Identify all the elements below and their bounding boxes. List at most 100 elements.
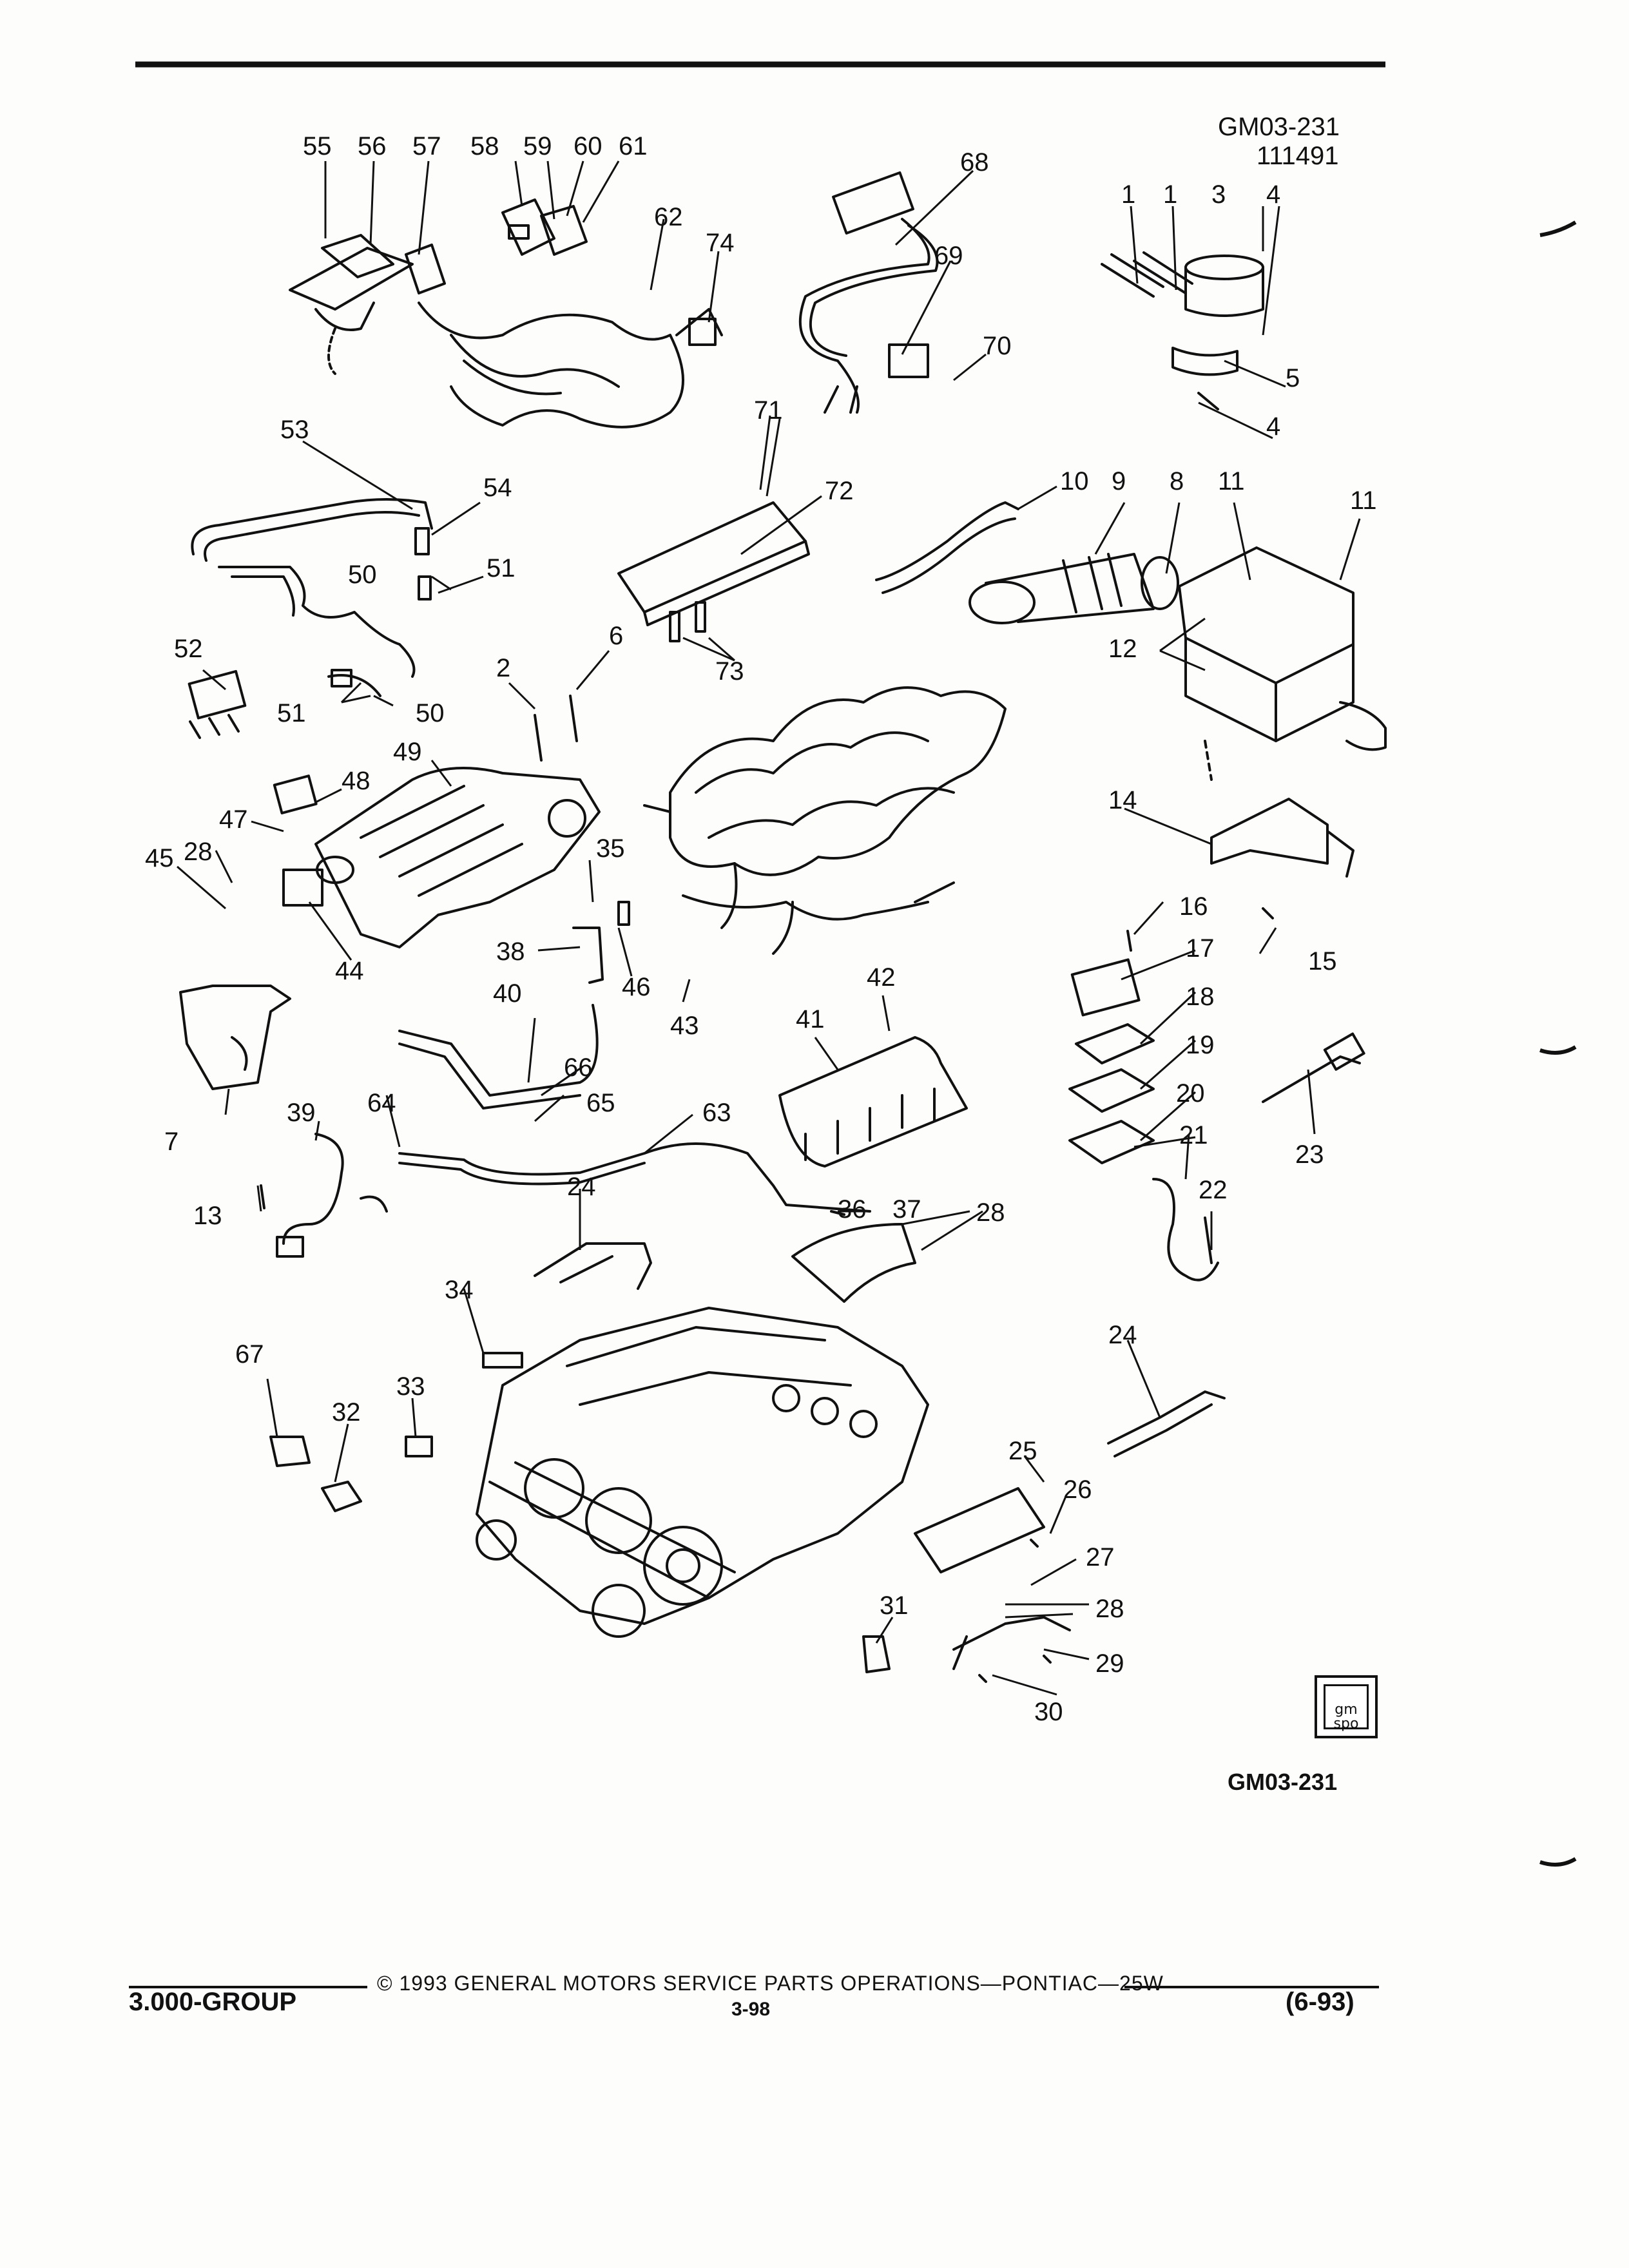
callout: 24 [567,1173,596,1201]
callout: 13 [193,1202,222,1230]
callout: 9 [1112,467,1126,495]
callout: 1 [1121,180,1135,209]
callout: 56 [358,132,387,160]
callout: 58 [470,132,499,160]
callout: 74 [706,229,735,257]
callout: 28 [976,1198,1005,1227]
callout: 17 [1186,934,1215,963]
callout: 51 [277,699,306,727]
callout: 25 [1008,1437,1037,1465]
callout: 35 [596,834,625,863]
caption-code: GM03-231 [1228,1769,1338,1795]
callout: 19 [1186,1031,1215,1059]
callout: 11 [1218,467,1245,495]
callout: 4 [1266,180,1280,209]
callout: 42 [867,963,896,992]
callout: 45 [145,844,174,872]
callout-labels: 1 1 2 3 4 4 5 6 7 8 9 10 11 11 12 13 14 … [145,132,1377,1726]
callout: 72 [825,477,854,505]
gm-spo-logo-text: gm spo [1324,1684,1369,1731]
callout: 16 [1179,892,1208,921]
callout: 27 [1086,1543,1115,1571]
callout: 66 [564,1053,593,1082]
callout: 48 [342,767,371,795]
callout: 29 [1095,1649,1124,1678]
callout: 36 [838,1195,867,1224]
callout: 50 [348,561,377,589]
callout: 59 [523,132,552,160]
callout: 28 [1095,1595,1124,1623]
callout: 39 [287,1099,316,1127]
callout: 44 [335,957,364,985]
callout: 52 [174,635,203,663]
callout: 22 [1199,1176,1228,1204]
callout: 68 [960,148,989,177]
callout: 10 [1060,467,1089,495]
callout: 61 [619,132,648,160]
callout: 5 [1286,364,1300,392]
callout: 12 [1108,635,1137,663]
callout: 3 [1211,180,1226,209]
callout: 53 [280,416,309,444]
callout: 62 [654,203,683,231]
callout: 50 [416,699,445,727]
callout: 4 [1266,412,1280,441]
callout: 14 [1108,786,1137,814]
callout: 54 [483,474,512,502]
callout: 34 [445,1276,474,1304]
callout: 15 [1308,947,1337,975]
component-drawings [179,171,1387,1683]
callout: 67 [235,1340,264,1369]
callout: 64 [367,1089,396,1117]
callout: 70 [983,332,1012,360]
callout: 33 [396,1372,425,1401]
callout: 26 [1063,1475,1092,1504]
callout: 30 [1034,1698,1063,1726]
callout: 47 [219,805,248,834]
callout: 24 [1108,1321,1137,1349]
margin-mark [1539,1045,1577,1055]
callout: 69 [934,242,963,270]
callout: 49 [393,738,422,766]
callout: 43 [670,1012,699,1040]
callout: 28 [184,838,213,866]
callout: 23 [1295,1140,1324,1169]
margin-mark [1539,220,1577,237]
callout: 37 [892,1195,921,1224]
callout: 2 [496,654,510,682]
leader-lines [177,160,1361,1696]
callout: 20 [1176,1079,1205,1108]
callout: 11 [1350,486,1377,515]
footer-group: 3.000-GROUP [129,1988,297,2016]
footer-copyright: © 1993 GENERAL MOTORS SERVICE PARTS OPER… [377,1972,1164,1995]
callout: 57 [412,132,441,160]
callout: 71 [754,396,783,425]
callout: 38 [496,937,525,966]
callout: 1 [1163,180,1177,209]
footer-rule-right [1124,1986,1379,1988]
callout: 73 [715,657,744,686]
footer-revision: (6-93) [1286,1988,1354,2016]
callout: 41 [796,1005,825,1033]
callout: 8 [1170,467,1184,495]
callout: 32 [332,1398,361,1427]
callout: 18 [1186,983,1215,1011]
drawing-date-code: 111491 [1257,142,1339,170]
footer-rule-left [129,1986,367,1988]
callout: 55 [303,132,332,160]
callout: 31 [880,1591,909,1620]
callout: 7 [164,1128,178,1156]
callout: 63 [702,1099,731,1127]
callout: 21 [1179,1121,1208,1149]
callout: 46 [622,973,651,1001]
callout: 51 [487,554,516,582]
callout: 40 [493,979,522,1008]
callout: 60 [574,132,602,160]
callout: 6 [609,622,623,650]
gm-spo-logo: gm spo [1315,1675,1378,1738]
margin-mark [1539,1857,1577,1867]
footer-page-number: 3-98 [731,1999,771,2020]
drawing-code: GM03-231 [1218,113,1340,141]
